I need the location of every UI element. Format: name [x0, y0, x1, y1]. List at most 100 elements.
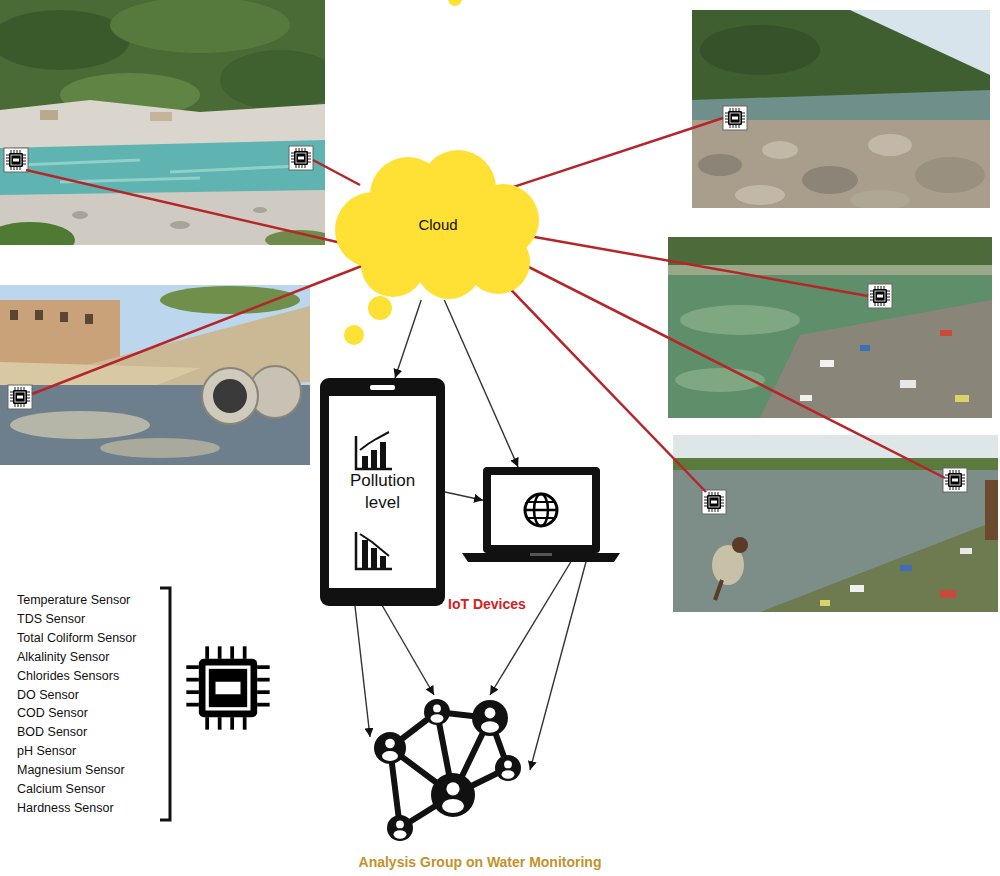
river-photo	[170, 221, 190, 229]
smartphone-icon	[360, 432, 389, 450]
laptop-icon	[491, 475, 592, 545]
garbage-river-photo	[850, 585, 864, 592]
smartphone-icon	[362, 540, 368, 568]
network-icon	[394, 830, 407, 838]
laptop-icon	[528, 517, 554, 519]
laptop-icon	[462, 553, 620, 562]
cloud-node: Cloud	[333, 150, 543, 300]
polluted-river-photo	[800, 395, 812, 401]
polluted-river-photo	[820, 360, 834, 367]
sensor-link-line	[505, 255, 945, 478]
node-label: Cloud	[418, 215, 457, 235]
laptop-node: IoT Devices	[483, 467, 600, 562]
sensor-chip	[186, 646, 269, 729]
garbage-river-photo	[985, 480, 998, 540]
sensor-link-line	[26, 170, 350, 245]
sensor-chip	[10, 387, 30, 407]
garbage-river-photo	[960, 548, 972, 554]
smartphone-icon	[371, 548, 377, 568]
sensor-chip	[943, 468, 967, 492]
network-icon	[431, 773, 475, 817]
smartphone-icon	[362, 456, 368, 468]
sensor-link-line	[32, 262, 372, 394]
sensor-label: DO Sensor	[17, 686, 79, 705]
stony-river-photo	[915, 157, 985, 193]
laptop-icon	[530, 553, 552, 556]
sensor-chip	[945, 470, 965, 490]
river-photo	[72, 211, 88, 219]
polluted-river-photo	[955, 395, 969, 402]
sensor-link-line	[495, 118, 723, 193]
smartphone-icon	[380, 442, 386, 468]
network-icon	[387, 815, 413, 841]
flow-arrow	[530, 562, 586, 770]
sensor-label: Total Coliform Sensor	[17, 629, 137, 648]
ghat-photo	[100, 438, 220, 458]
sensor-label: Alkalinity Sensor	[17, 648, 109, 667]
sensor-chip	[723, 106, 747, 130]
laptop-icon	[525, 494, 557, 526]
sensor-chip	[4, 148, 28, 172]
node-label: Pollution level	[335, 470, 430, 514]
sensor-label: Calcium Sensor	[17, 780, 105, 799]
sensor-label: COD Sensor	[17, 704, 88, 723]
sensor-chip	[6, 150, 26, 170]
sensor-chip	[868, 284, 892, 308]
network-icon	[382, 705, 515, 839]
thought-bubble	[368, 296, 392, 320]
smartphone-icon	[380, 556, 386, 568]
network-icon	[431, 714, 444, 722]
garbage-river-photo	[673, 435, 998, 612]
stony-river-photo	[735, 185, 785, 205]
network-icon	[485, 708, 496, 719]
network-icon	[390, 712, 508, 828]
flow-arrow	[383, 606, 435, 695]
smartphone-icon	[371, 450, 377, 468]
flow-arrow	[444, 300, 518, 467]
stony-river-photo	[868, 134, 912, 156]
polluted-river-photo	[860, 345, 870, 351]
sensor-link-line	[313, 160, 360, 185]
network-icon	[374, 699, 521, 841]
sensor-label: Chlorides Sensors	[17, 667, 119, 686]
analysis-group-node: Analysis Group on Water Monitoring	[370, 695, 530, 845]
network-icon	[374, 732, 406, 764]
polluted-river-photo	[668, 237, 992, 418]
laptop-icon	[525, 509, 557, 512]
garbage-river-photo	[940, 590, 956, 598]
sensor-chip	[868, 284, 892, 308]
laptop-icon	[462, 467, 620, 562]
garbage-river-photo	[673, 435, 998, 612]
river-photo	[110, 0, 290, 53]
network-icon	[374, 699, 521, 841]
stony-river-photo	[850, 190, 910, 208]
garbage-river-photo	[715, 580, 722, 600]
smartphone-node: Pollution level	[320, 378, 445, 606]
ghat-photo	[202, 368, 258, 424]
smartphone-icon	[320, 378, 445, 606]
network-icon	[382, 751, 398, 761]
ghat-photo	[0, 300, 120, 365]
sensor-chip	[289, 146, 313, 170]
river-photo	[0, 222, 75, 245]
stony-river-photo	[698, 154, 742, 176]
flow-arrow	[445, 492, 483, 500]
polluted-river-photo	[668, 237, 992, 265]
ghat-photo	[0, 285, 310, 465]
laptop-icon	[528, 501, 554, 503]
stony-river-photo	[692, 10, 990, 208]
network-icon	[385, 739, 395, 749]
polluted-river-photo	[668, 237, 992, 418]
sensor-chip	[4, 148, 28, 172]
node-caption: Analysis Group on Water Monitoring	[330, 853, 630, 871]
flow-arrow	[355, 606, 370, 737]
stony-river-photo	[692, 10, 990, 208]
ghat-photo	[35, 310, 43, 320]
polluted-river-photo	[680, 305, 800, 335]
river-photo	[40, 110, 58, 120]
smartphone-icon	[370, 385, 395, 390]
polluted-river-photo	[940, 330, 952, 336]
ghat-photo	[10, 411, 150, 439]
